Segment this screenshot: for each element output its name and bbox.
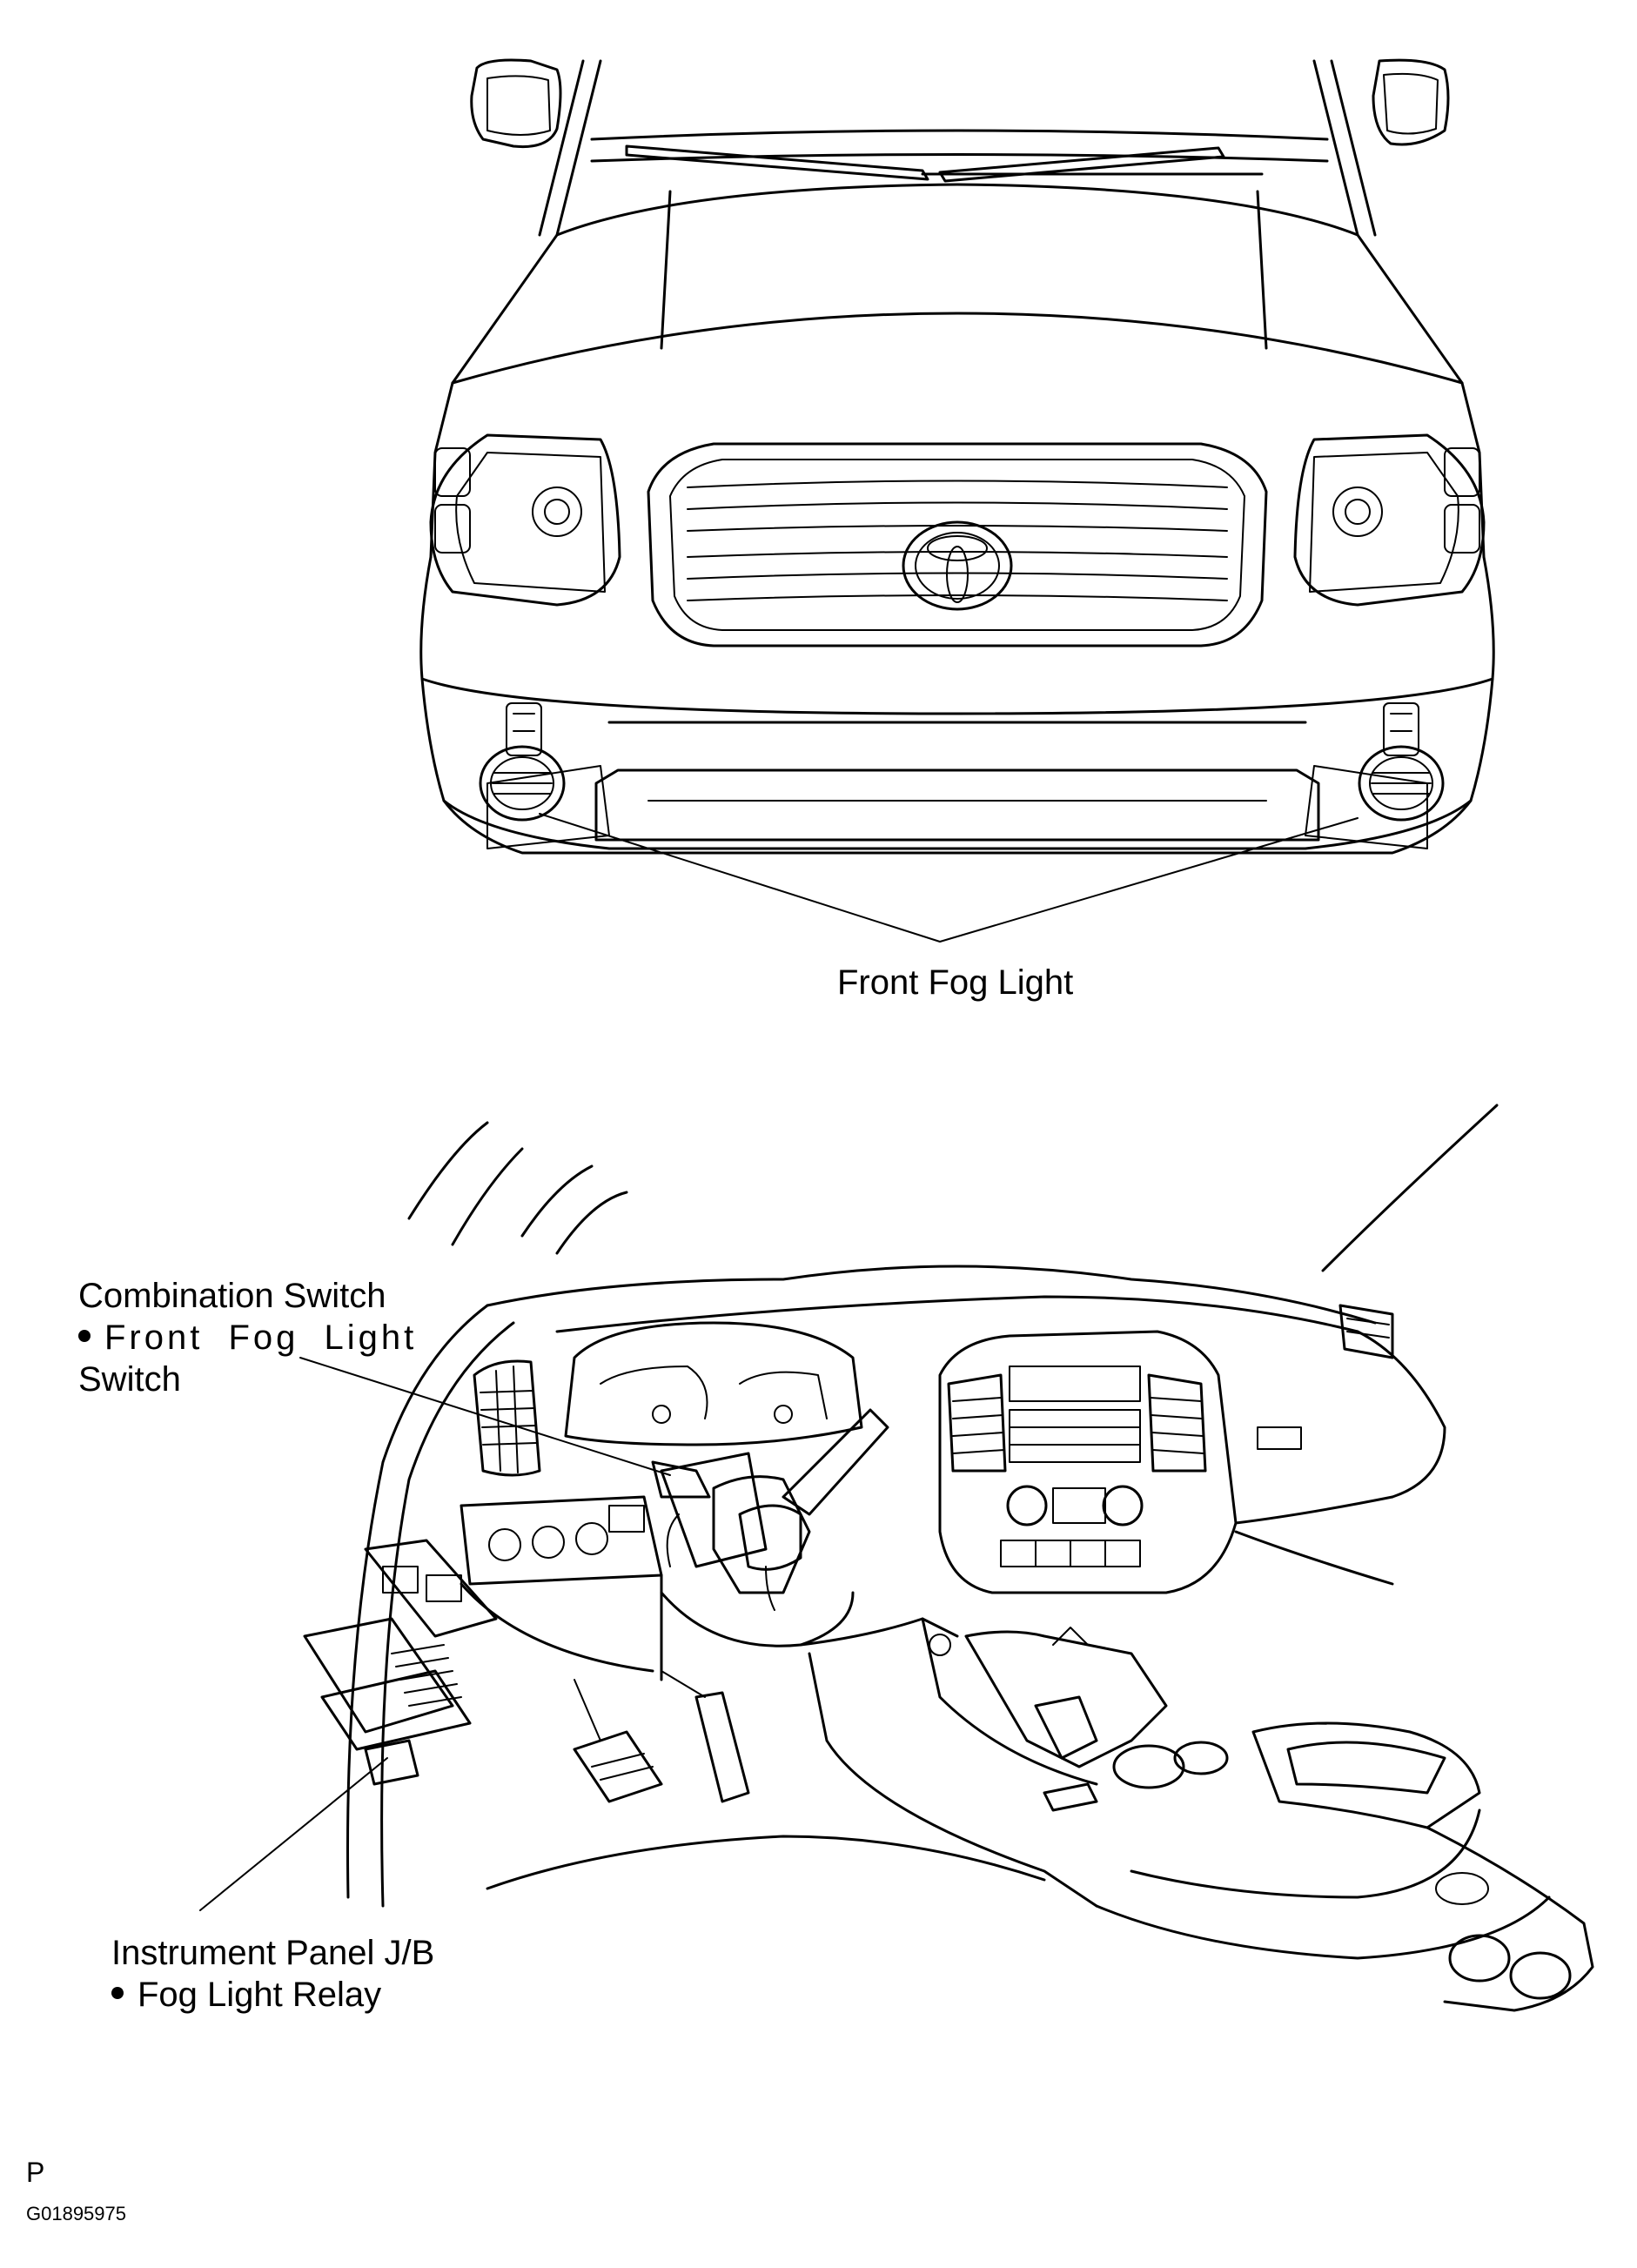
truck-front-view xyxy=(419,58,1495,943)
grille xyxy=(647,442,1268,648)
right-wiper xyxy=(938,146,1225,183)
instrument-panel-jb-label: Instrument Panel J/B Fog Light Relay xyxy=(111,1932,434,2016)
fog-light-relay-text: Fog Light Relay xyxy=(138,1976,382,2014)
hood xyxy=(555,183,1359,237)
combination-switch xyxy=(651,1408,889,1647)
dashboard-top xyxy=(486,1265,1377,1325)
instrument-panel-jb-title: Instrument Panel J/B xyxy=(111,1934,435,1972)
footer-letter: P xyxy=(26,2157,45,2188)
left-wiper xyxy=(625,144,929,181)
emblem xyxy=(902,520,1013,611)
instrument-cluster xyxy=(564,1321,863,1446)
lower-intake xyxy=(594,768,1320,842)
fog-light-leader xyxy=(539,813,1359,943)
interior-view xyxy=(199,1104,1594,2012)
accelerator-pedal xyxy=(694,1691,750,1803)
brake-pedal xyxy=(573,1730,663,1803)
combination-switch-leader xyxy=(299,1357,671,1476)
bullet-icon xyxy=(111,1987,124,2000)
bullet-icon xyxy=(78,1330,91,1343)
right-fog-light xyxy=(1358,702,1445,822)
left-headlamp xyxy=(429,433,621,607)
front-fog-light-switch-text: Front Fog Light xyxy=(104,1319,418,1357)
combination-switch-title: Combination Switch xyxy=(78,1277,386,1315)
left-fog-light xyxy=(479,702,566,822)
combination-switch-label: Combination Switch Front Fog Light Switc… xyxy=(78,1275,417,1400)
right-mirror xyxy=(1372,58,1450,146)
instrument-panel-jb xyxy=(303,1539,498,1786)
front-bumper xyxy=(419,555,1495,715)
figure-code: G01895975 xyxy=(26,2203,126,2224)
center-stack xyxy=(938,1330,1238,1594)
front-fog-light-label: Front Fog Light xyxy=(837,963,1074,1002)
switch-text: Switch xyxy=(78,1360,181,1399)
right-headlamp xyxy=(1293,433,1486,607)
left-air-vent xyxy=(473,1359,541,1477)
instrument-panel-jb-leader xyxy=(199,1757,388,1911)
left-mirror xyxy=(470,58,562,149)
center-console xyxy=(808,1617,1594,2012)
